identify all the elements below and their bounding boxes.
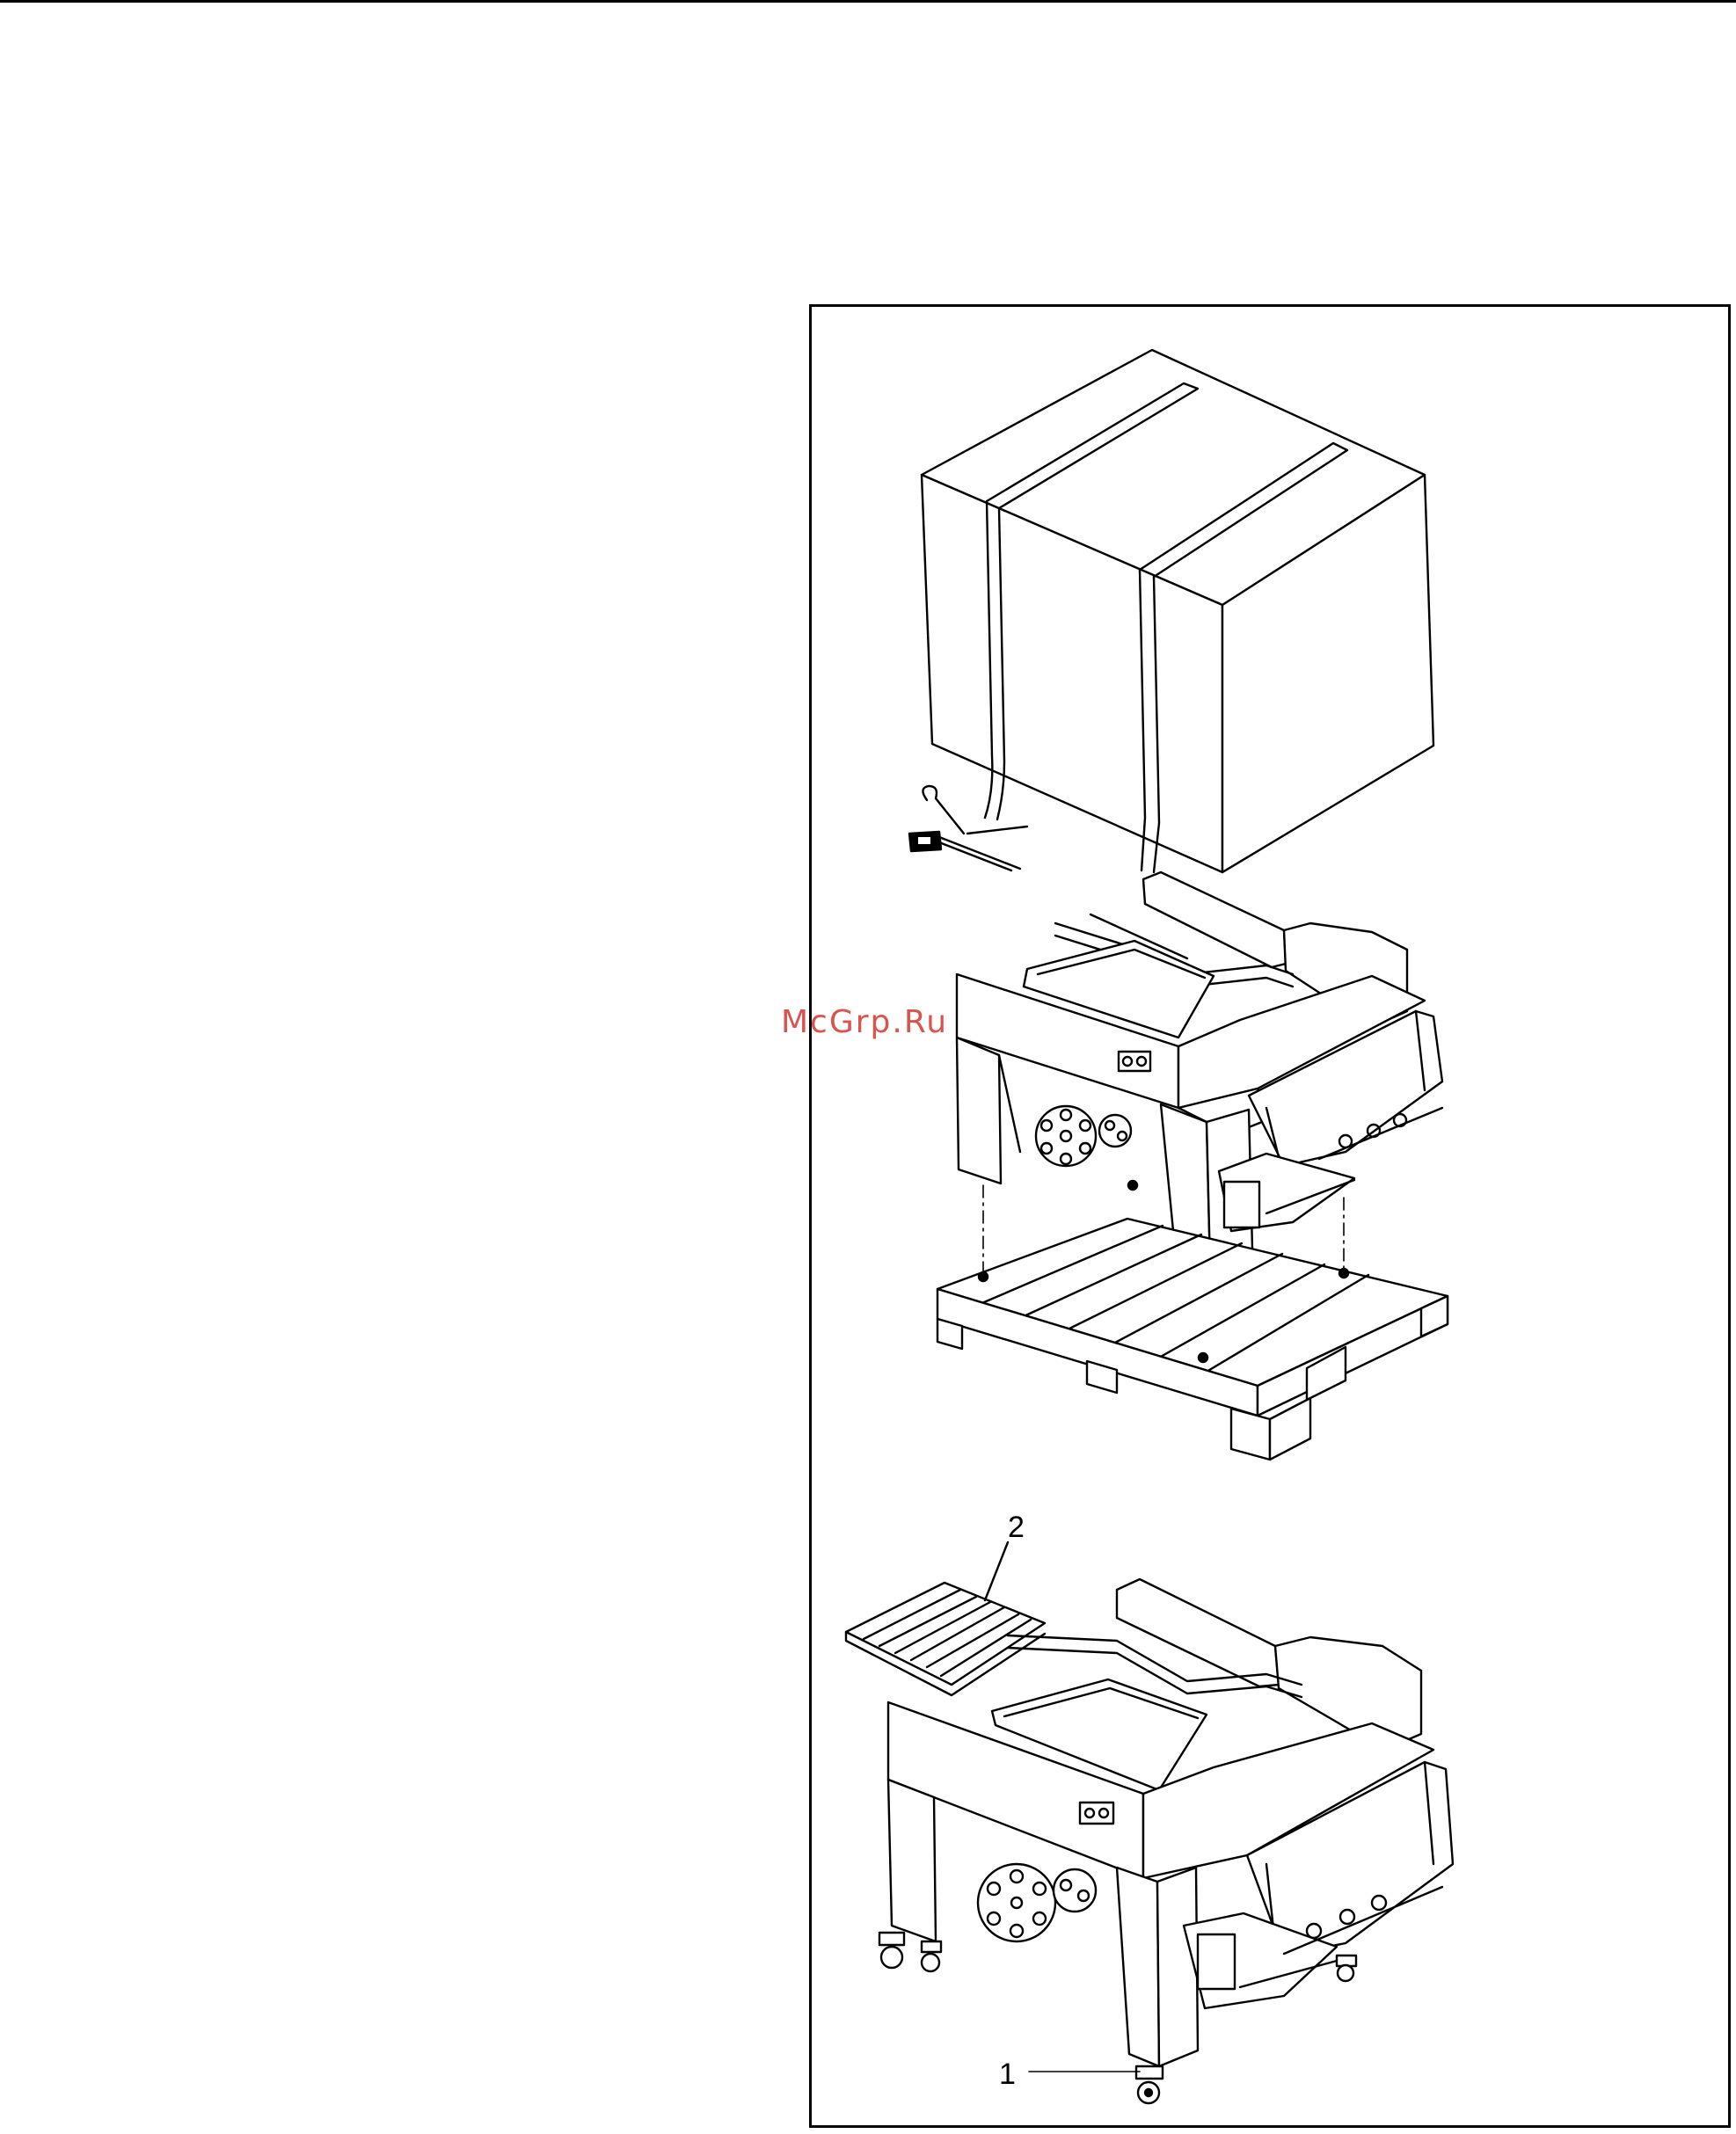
shipping-box: [922, 350, 1433, 872]
wooden-pallet: [937, 1219, 1448, 1460]
scissors-icon: [909, 786, 1027, 870]
callout-label-2: 2: [1008, 1511, 1025, 1545]
film-reel-assembled: [978, 1864, 1096, 1941]
shrink-machine-unpacked: [957, 872, 1442, 1266]
roller-conveyor-table: [846, 1542, 1045, 1695]
shrink-machine-assembled: [846, 1542, 1453, 2103]
film-reel: [1036, 1106, 1131, 1166]
watermark: McGrp.Ru: [781, 1004, 948, 1040]
callout-label-1: 1: [999, 2058, 1016, 2092]
